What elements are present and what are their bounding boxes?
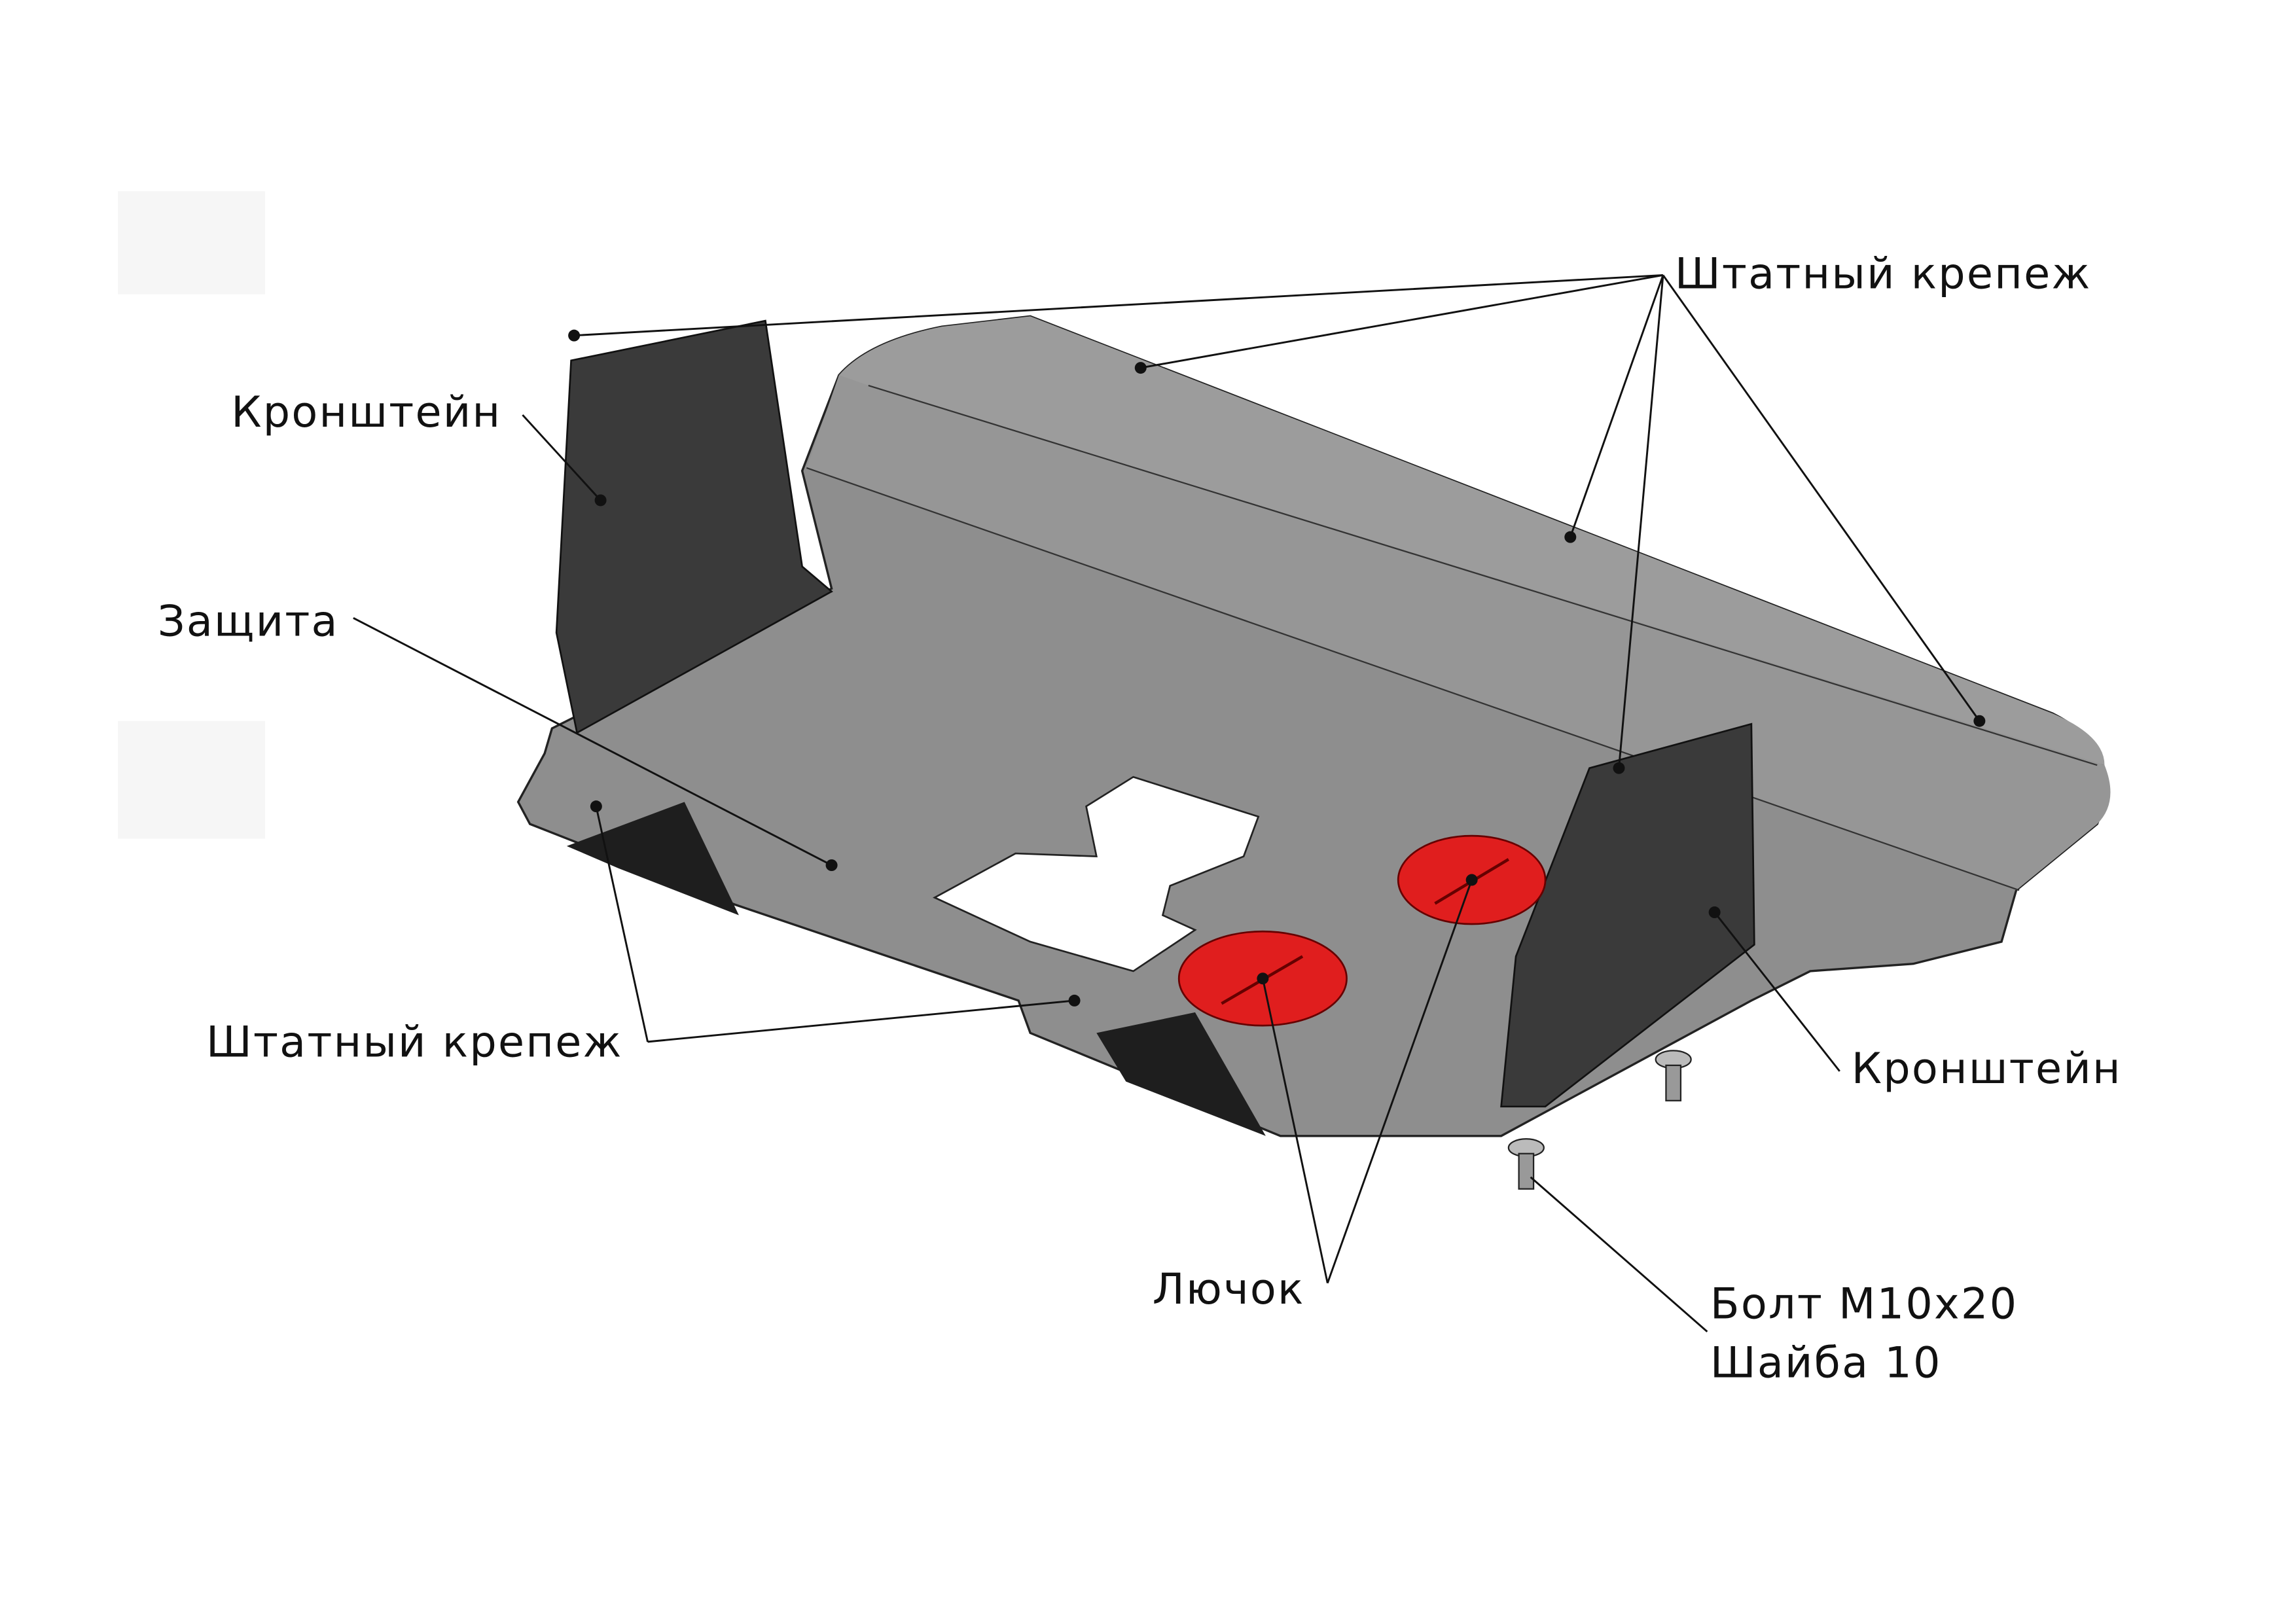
label-hatch: Лючок bbox=[1153, 1264, 1305, 1314]
bolt-icon bbox=[1655, 1050, 1692, 1101]
fold-line bbox=[868, 385, 2098, 766]
label-bracket-left: Кронштейн bbox=[231, 387, 501, 437]
label-washer: Шайба 10 bbox=[1710, 1338, 1942, 1388]
fold-line bbox=[806, 467, 2020, 891]
plate-middle-band bbox=[806, 375, 2111, 891]
plate-cutout bbox=[932, 776, 1260, 972]
label-bracket-right: Кронштейн bbox=[1852, 1044, 2122, 1094]
bolt-icon bbox=[1507, 1138, 1545, 1190]
faint-box bbox=[118, 191, 265, 294]
label-fastener-top: Штатный крепеж bbox=[1675, 249, 2092, 299]
leader-lines bbox=[353, 274, 1981, 1332]
bracket-right bbox=[1500, 722, 1755, 1108]
fastener-dots bbox=[568, 329, 1986, 1007]
bracket-left bbox=[555, 319, 833, 734]
lower-flange-left bbox=[566, 802, 739, 916]
label-guard: Защита bbox=[158, 596, 339, 646]
label-bolt: Болт М10х20 bbox=[1710, 1279, 2018, 1329]
lower-flange-right bbox=[1096, 1012, 1266, 1136]
label-fastener-bottom: Штатный крепеж bbox=[206, 1017, 623, 1067]
plate-upper-band bbox=[838, 316, 2105, 766]
faint-box bbox=[118, 721, 265, 839]
